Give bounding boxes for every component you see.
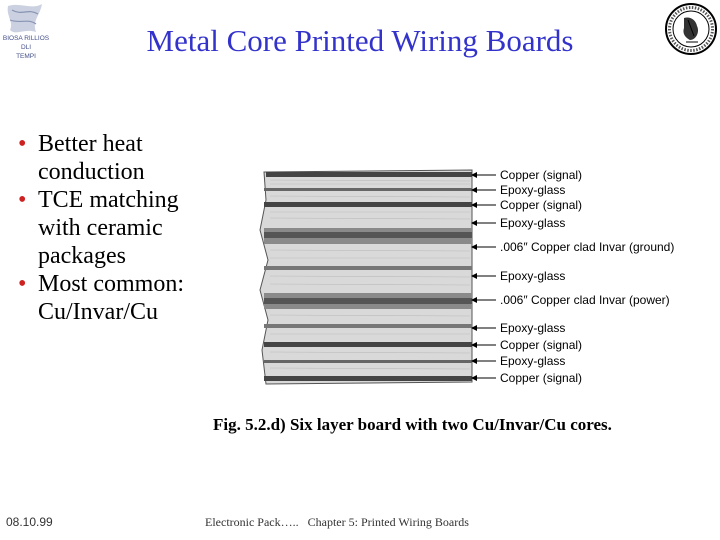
layer-label: .006″ Copper clad Invar (power) bbox=[500, 293, 670, 307]
svg-text:BIOSA RILLIOS: BIOSA RILLIOS bbox=[3, 35, 50, 42]
layer-label: Epoxy-glass bbox=[500, 269, 565, 283]
footer-date: 08.10.99 bbox=[6, 515, 53, 529]
bullet-list: • Better heat conduction • TCE matching … bbox=[18, 130, 248, 326]
university-logo-left: BIOSA RILLIOS DLI TEMPI bbox=[3, 4, 50, 60]
page-title: Metal Core Printed Wiring Boards bbox=[146, 23, 574, 58]
bullet-item: • TCE matching with ceramic packages bbox=[18, 186, 248, 270]
bullet-line: TCE matching bbox=[38, 187, 179, 213]
svg-text:TEMPI: TEMPI bbox=[16, 53, 36, 60]
bullet-line: with ceramic bbox=[38, 215, 163, 241]
layer-stack-figure: Copper (signal) Epoxy-glass Copper (sign… bbox=[259, 168, 674, 385]
bullet-line: Better heat bbox=[38, 131, 143, 157]
bullet-item: • Most common: Cu/Invar/Cu bbox=[18, 270, 248, 326]
bullet-line: Most common: bbox=[38, 271, 185, 297]
bullet-icon: • bbox=[18, 271, 27, 297]
layer-label: Epoxy-glass bbox=[500, 183, 565, 197]
layer-label: .006″ Copper clad Invar (ground) bbox=[500, 240, 674, 254]
svg-text:DLI: DLI bbox=[21, 44, 31, 51]
bullet-item: • Better heat conduction bbox=[18, 130, 248, 186]
bullet-icon: • bbox=[18, 187, 27, 213]
bullet-line: Cu/Invar/Cu bbox=[38, 299, 158, 325]
layer-label: Copper (signal) bbox=[500, 371, 582, 385]
bullet-line: packages bbox=[38, 243, 126, 269]
layer-label: Epoxy-glass bbox=[500, 321, 565, 335]
layer-label: Epoxy-glass bbox=[500, 354, 565, 368]
bullet-line: conduction bbox=[38, 159, 145, 185]
label-arrows bbox=[471, 172, 496, 381]
layer-label: Copper (signal) bbox=[500, 168, 582, 182]
figure-caption: Fig. 5.2.d) Six layer board with two Cu/… bbox=[213, 415, 612, 434]
layer-label: Copper (signal) bbox=[500, 338, 582, 352]
layer-label: Copper (signal) bbox=[500, 198, 582, 212]
layer-label: Epoxy-glass bbox=[500, 216, 565, 230]
footer-text: Electronic Pack….. Chapter 5: Printed Wi… bbox=[205, 515, 469, 529]
university-seal-right bbox=[665, 3, 717, 55]
cross-section-drawing bbox=[259, 169, 473, 385]
bullet-icon: • bbox=[18, 131, 27, 157]
